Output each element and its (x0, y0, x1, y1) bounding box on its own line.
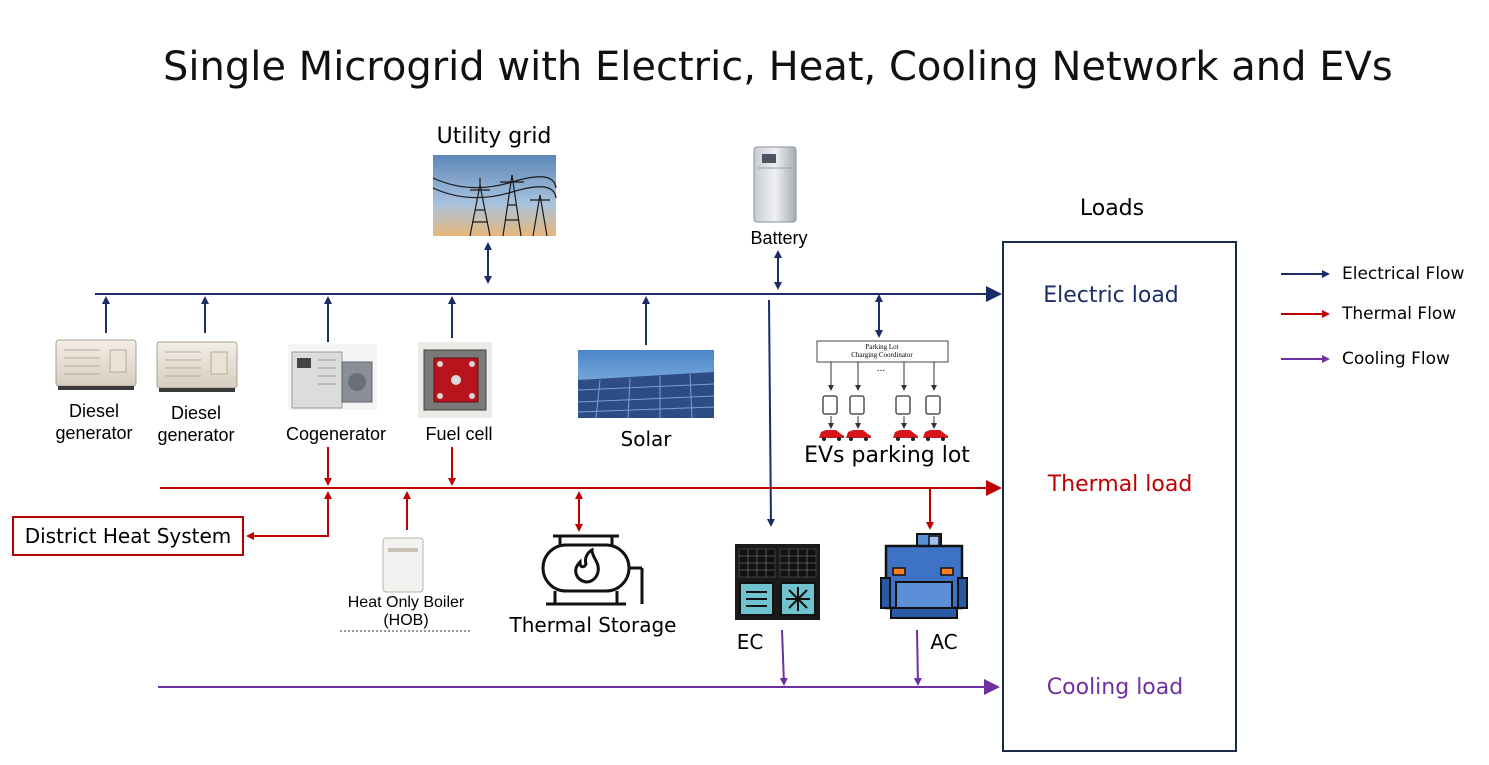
district-heat-system-box: District Heat System (12, 516, 244, 556)
ec-label: EC (736, 630, 764, 654)
thermal-storage-icon (541, 534, 644, 606)
utility-grid-image (432, 155, 557, 237)
cogenerator-label: Cogenerator (285, 424, 387, 444)
page-title: Single Microgrid with Electric, Heat, Co… (163, 44, 1393, 90)
ev-parking-lot-image (816, 340, 949, 441)
diesel-generator-2-label: Diesel generator (157, 403, 235, 445)
diesel-generator-1-label: Diesel generator (55, 401, 133, 443)
solar-image (577, 350, 715, 419)
battery-label: Battery (750, 228, 808, 248)
thermal-load-label: Thermal load (1047, 472, 1193, 497)
hob-image (340, 537, 472, 632)
hob-label: Heat Only Boiler (HOB) (347, 594, 465, 629)
loads-title: Loads (1079, 196, 1145, 221)
solar-label: Solar (620, 427, 672, 451)
utility-grid-label: Utility grid (436, 124, 552, 149)
diesel-generator-1-image (55, 339, 137, 390)
diesel-generator-2-image (156, 341, 238, 392)
legend-thermal-flow: Thermal Flow (1342, 304, 1457, 324)
ev-parking-lot-label: EVs parking lot (804, 443, 970, 468)
legend-electrical-flow: Electrical Flow (1342, 264, 1465, 284)
loads-box (1002, 241, 1237, 752)
legend-cooling-flow: Cooling Flow (1342, 349, 1450, 369)
ac-label: AC (930, 630, 958, 654)
cooling-load-label: Cooling load (1046, 675, 1184, 700)
parking-coordinator-label: Parking Lot Charging Coordinator (851, 343, 913, 359)
thermal-storage-label: Thermal Storage (509, 613, 677, 637)
parking-ellipsis: ... (876, 363, 886, 374)
legend-markers (1281, 270, 1330, 363)
thermal-bus (160, 447, 1002, 540)
electric-chiller-icon (735, 544, 820, 620)
cooling-bus (158, 629, 1000, 695)
cogenerator-image (288, 344, 377, 410)
battery-image (753, 146, 797, 223)
fuel-cell-label: Fuel cell (425, 424, 493, 444)
electric-load-label: Electric load (1043, 283, 1179, 308)
fuel-cell-image (418, 342, 492, 418)
absorption-chiller-icon (880, 533, 968, 619)
